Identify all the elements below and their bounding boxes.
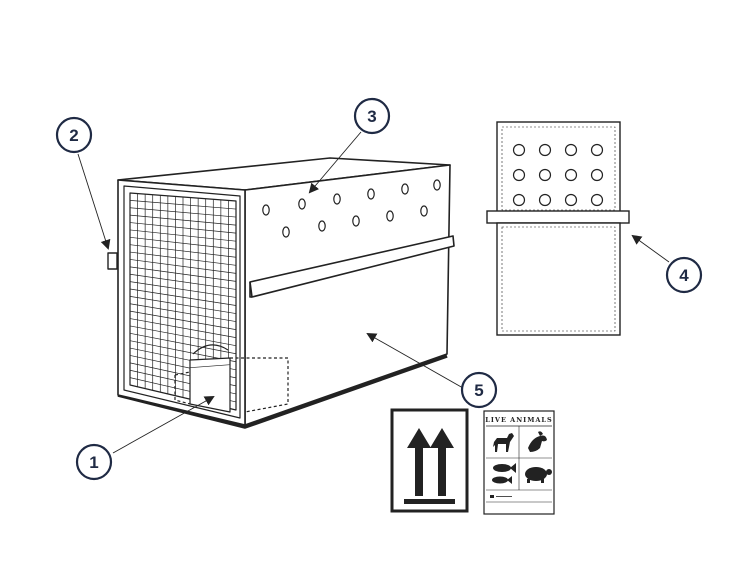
leader-2 [77, 153, 111, 250]
panel-hole [590, 168, 604, 182]
water-dish [174, 344, 289, 413]
mesh-wire-horizontal [129, 229, 237, 242]
panel-holes [512, 143, 604, 207]
mesh-wire-horizontal [129, 244, 237, 258]
dog-icon [492, 433, 514, 452]
turtle-icon [525, 467, 552, 483]
mesh-wire-horizontal [129, 318, 237, 338]
crate-side [244, 164, 451, 426]
vent-hole [262, 204, 270, 216]
mesh-wire-horizontal [129, 200, 237, 210]
vent-hole [386, 210, 394, 222]
mesh-wire-horizontal [129, 288, 237, 306]
door-latch [107, 252, 118, 270]
mesh-wire-horizontal [129, 207, 237, 218]
panel-hole [512, 168, 526, 182]
leader-lines [77, 131, 670, 454]
vent-hole [318, 220, 326, 232]
mesh-wire-horizontal [129, 214, 237, 226]
this-way-up-arrows-icon [404, 428, 455, 504]
vent-hole [367, 188, 375, 200]
vent-panel-illustration [486, 121, 630, 336]
callout-5: 5 [460, 371, 498, 409]
mesh-wire-horizontal [129, 310, 237, 330]
mesh-wire-horizontal [129, 332, 237, 355]
mesh-wire-horizontal [129, 296, 237, 314]
callout-1: 1 [75, 443, 113, 481]
crate-handle [249, 235, 455, 298]
panel-hole [564, 143, 578, 157]
mesh-wire-horizontal [129, 251, 237, 266]
mesh-wire-horizontal [129, 273, 237, 290]
mesh-wire-horizontal [129, 236, 237, 250]
vent-panel-rail [486, 210, 630, 224]
leader-5 [366, 333, 464, 389]
leader-4 [631, 234, 670, 263]
callout-5-label: 5 [474, 381, 483, 400]
vent-hole [420, 205, 428, 217]
crate-illustration [107, 157, 455, 429]
mesh-wire-horizontal [129, 281, 237, 298]
leader-3 [308, 131, 362, 194]
callout-2-label: 2 [69, 126, 78, 145]
bird-icon [528, 431, 547, 452]
panel-hole [538, 168, 552, 182]
callout-4-label: 4 [679, 266, 689, 285]
vent-hole [352, 215, 360, 227]
mesh-wire-horizontal [129, 303, 237, 322]
panel-hole [538, 143, 552, 157]
panel-hole [512, 143, 526, 157]
mesh-wire-horizontal [129, 266, 237, 282]
mesh-wire-horizontal [129, 259, 237, 274]
panel-hole [512, 193, 526, 207]
panel-hole [564, 193, 578, 207]
vent-hole [401, 183, 409, 195]
panel-hole [538, 193, 552, 207]
vent-hole [282, 226, 290, 238]
vent-hole [298, 198, 306, 210]
mesh-wire-horizontal [129, 325, 237, 347]
ventilation-holes [262, 179, 441, 238]
callout-1-label: 1 [89, 453, 98, 472]
panel-hole [564, 168, 578, 182]
this-way-up-label [390, 408, 469, 513]
vent-hole [433, 179, 441, 191]
panel-hole [590, 193, 604, 207]
mesh-wire-horizontal [129, 222, 237, 234]
leader-1 [112, 396, 215, 454]
live-animals-title: LIVE ANIMALS [485, 416, 552, 424]
callout-3-label: 3 [367, 107, 376, 126]
panel-hole [590, 143, 604, 157]
callout-4: 4 [665, 256, 703, 294]
live-animals-label: LIVE ANIMALS [483, 410, 555, 515]
vent-panel-bottom [496, 222, 621, 336]
callout-2: 2 [55, 116, 93, 154]
callout-3: 3 [353, 97, 391, 135]
fish-icon [492, 463, 516, 484]
vent-hole [333, 193, 341, 205]
